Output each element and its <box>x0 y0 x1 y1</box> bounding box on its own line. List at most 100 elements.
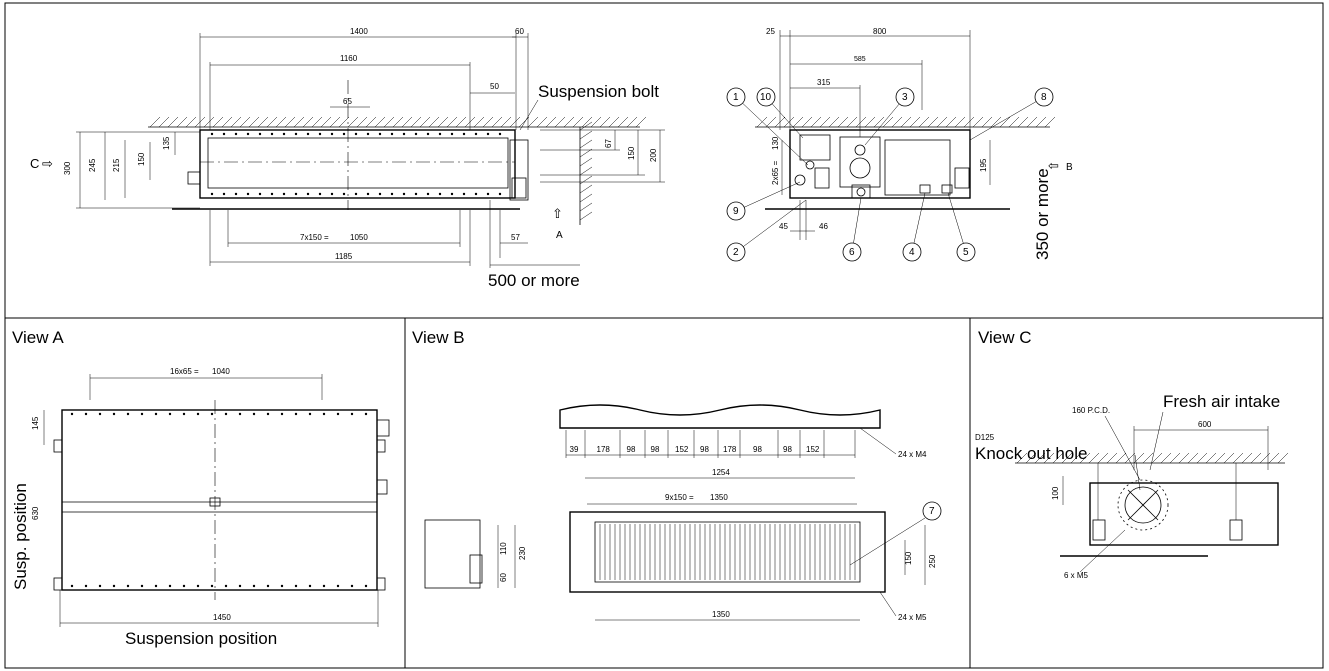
dim-7x150: 7x150 = <box>300 233 329 242</box>
top-right-elevation: 25 800 585 315 2x65 = 130 195 45 46 ⇦ B … <box>726 27 1073 262</box>
dim-630: 630 <box>31 506 40 520</box>
callout-4 <box>902 242 922 262</box>
knock-out-hole-label: Knock out hole <box>975 444 1087 463</box>
dim-row-value: 178 <box>597 445 611 454</box>
dim-250: 250 <box>928 554 937 568</box>
callout-2 <box>726 242 746 262</box>
dim-row-value: 98 <box>700 445 709 454</box>
dim-135: 135 <box>162 136 171 150</box>
dim-300: 300 <box>63 161 72 175</box>
callout-label: 8 <box>1041 92 1047 103</box>
dim-1350: 1350 <box>712 610 730 619</box>
view-b-arrow-label: B <box>1066 162 1073 173</box>
dim-65: 65 <box>343 97 352 106</box>
dim-585: 585 <box>854 56 866 63</box>
d125-label: D125 <box>975 433 995 442</box>
suspension-position-label: Suspension position <box>125 629 277 648</box>
view-a-arrow-label: A <box>556 230 563 241</box>
dim-60-b: 60 <box>499 573 508 582</box>
callout-label: 5 <box>963 247 969 258</box>
view-c-title: View C <box>978 328 1032 347</box>
dim-1040: 1040 <box>212 367 230 376</box>
dim-50: 50 <box>490 82 499 91</box>
dim-150-b: 150 <box>904 551 913 565</box>
dim-110: 110 <box>499 542 508 555</box>
dim-315: 315 <box>817 78 831 87</box>
callout-label: 3 <box>902 92 908 103</box>
dim-1050: 1050 <box>350 233 368 242</box>
callout-5 <box>956 242 976 262</box>
pcd-label: 160 P.C.D. <box>1072 406 1110 415</box>
callout-label: 4 <box>909 247 915 258</box>
dim-row-value: 98 <box>783 445 792 454</box>
dim-2x65: 2x65 = <box>771 160 780 185</box>
dim-24xm5: 24 x M5 <box>898 613 927 622</box>
callout-3 <box>895 87 915 107</box>
dim-1185: 1185 <box>335 252 353 261</box>
dim-row-value: 98 <box>753 445 762 454</box>
dim-60: 60 <box>515 27 524 36</box>
callout-1 <box>726 87 746 107</box>
suspension-bolt-label: Suspension bolt <box>538 82 659 101</box>
dim-row-value: 152 <box>675 445 689 454</box>
dim-1160: 1160 <box>340 54 358 63</box>
dim-1350-top: 1350 <box>710 493 728 502</box>
callout-label: 10 <box>760 92 772 103</box>
callout-label: 1 <box>733 92 739 103</box>
svg-text:7: 7 <box>929 506 935 517</box>
callout-10 <box>756 87 776 107</box>
dim-row-value: 178 <box>723 445 737 454</box>
arrow-left-icon: ⇦ <box>1048 158 1059 173</box>
view-b: View B 39 178 98 98 152 98 178 98 98 152 1254 24 … <box>412 328 942 622</box>
dim-24xm4: 24 x M4 <box>898 450 927 459</box>
arrow-right-icon: ⇨ <box>42 156 53 171</box>
dim-46: 46 <box>819 222 828 231</box>
dim-row-value: 152 <box>806 445 820 454</box>
dim-67: 67 <box>604 139 613 148</box>
clearance-350-label: 350 or more <box>1033 168 1052 260</box>
dim-800: 800 <box>873 27 887 36</box>
dim-100: 100 <box>1051 486 1060 500</box>
dim-1254: 1254 <box>712 468 730 477</box>
dim-245: 245 <box>88 158 97 172</box>
dim-16x65: 16x65 = <box>170 367 199 376</box>
dim-row-value: 98 <box>627 445 636 454</box>
view-c-arrow-label: C <box>30 156 39 171</box>
callout-label: 2 <box>733 247 739 258</box>
arrow-up-icon: ⇧ <box>552 206 563 221</box>
dim-130: 130 <box>771 136 780 150</box>
callout-label: 6 <box>849 247 855 258</box>
dim-1450: 1450 <box>213 613 231 622</box>
dim-6xm5: 6 x M5 <box>1064 571 1089 580</box>
fresh-air-intake-label: Fresh air intake <box>1163 392 1280 411</box>
callout-7 <box>922 501 942 521</box>
dim-9x150: 9x150 = <box>665 493 694 502</box>
view-a-title: View A <box>12 328 64 347</box>
dim-145: 145 <box>31 416 40 430</box>
dim-215: 215 <box>112 158 121 172</box>
dim-150-right: 150 <box>627 146 636 160</box>
top-left-elevation: 1400 1160 65 60 50 300 245 215 150 135 6… <box>30 27 665 290</box>
callout-6 <box>842 242 862 262</box>
dim-200: 200 <box>649 148 658 162</box>
dim-195: 195 <box>979 158 988 172</box>
outer-frame <box>4 2 1324 669</box>
dim-row-value: 39 <box>570 445 579 454</box>
clearance-500-label: 500 or more <box>488 271 580 290</box>
callout-8 <box>1034 87 1054 107</box>
dim-150: 150 <box>137 152 146 166</box>
dim-600: 600 <box>1198 420 1212 429</box>
dim-row-value: 98 <box>651 445 660 454</box>
dim-230: 230 <box>518 546 527 560</box>
view-b-title: View B <box>412 328 465 347</box>
dim-45: 45 <box>779 222 788 231</box>
dim-57: 57 <box>511 233 520 242</box>
callout-label: 9 <box>733 206 739 217</box>
view-a: View A 16x65 = 1040 145 630 Susp. positi… <box>11 328 390 648</box>
dim-1400: 1400 <box>350 27 368 36</box>
dim-25: 25 <box>766 27 775 36</box>
susp-position-label: Susp. position <box>11 483 30 590</box>
callout-9 <box>726 201 746 221</box>
view-c: View C 160 P.C.D. Fresh air intake D125 … <box>975 328 1289 580</box>
